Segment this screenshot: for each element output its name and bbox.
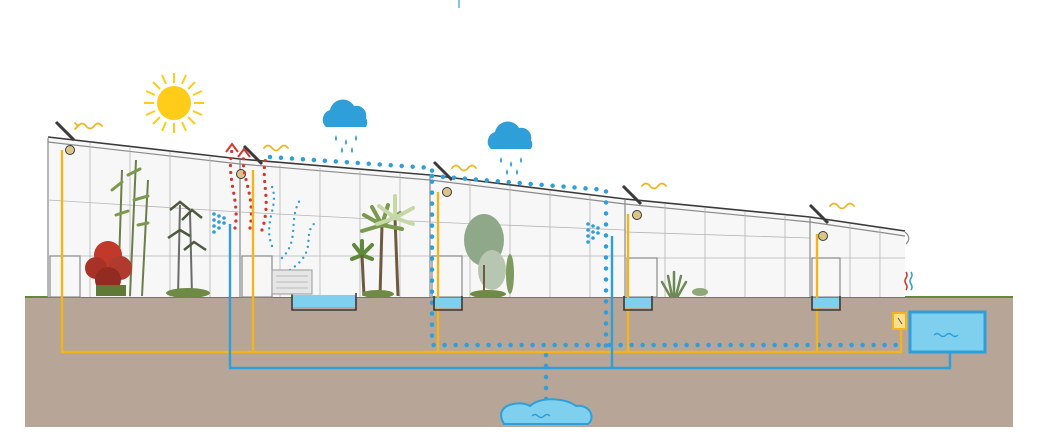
- heat-wave-icon: [451, 164, 477, 172]
- water-basin: [623, 296, 653, 311]
- rain-cloud-icon: [322, 99, 368, 153]
- solar-panel-icon: [54, 120, 76, 155]
- pump-icon: [892, 312, 907, 330]
- plant-icon: [85, 241, 132, 296]
- heat-wave-icon: [641, 182, 667, 190]
- heat-wave-icon: [74, 122, 103, 130]
- rainwater-collection-route: [267, 154, 903, 348]
- greenhouse-bay-4: [624, 198, 811, 298]
- greenhouse-bay-3: [429, 174, 626, 298]
- solar-panel-icon: [621, 184, 643, 220]
- solar-panel-icon: [808, 203, 830, 241]
- water-basin: [291, 293, 357, 311]
- plant-icon: [271, 269, 313, 295]
- greenhouse-bay-5: [809, 216, 910, 298]
- storage-tank-icon: [908, 310, 987, 354]
- water-basin: [811, 296, 841, 311]
- plant-icon: [464, 214, 514, 298]
- sprinkler-icon: [212, 212, 226, 234]
- palm-tree-icon: [350, 194, 415, 298]
- heat-wave-icon: [263, 144, 289, 152]
- plant-icon: [660, 270, 708, 298]
- plant-icon: [166, 200, 210, 298]
- cool-air-flow: [267, 180, 318, 272]
- energy-distribution-lines: [60, 150, 903, 354]
- rainwater-collection-route: [429, 173, 609, 353]
- warm-air-exhaust: [225, 142, 268, 232]
- groundwater-icon: [500, 398, 593, 425]
- solar-panel-icon: [432, 160, 454, 197]
- rain-cloud-icon: [487, 121, 533, 175]
- water-basin: [433, 296, 463, 311]
- temperature-indicator: [904, 271, 913, 291]
- sun-icon: [144, 73, 204, 133]
- water-distribution-lines: [228, 224, 952, 370]
- heat-wave-icon: [829, 202, 855, 210]
- sprinkler-icon: [586, 222, 600, 244]
